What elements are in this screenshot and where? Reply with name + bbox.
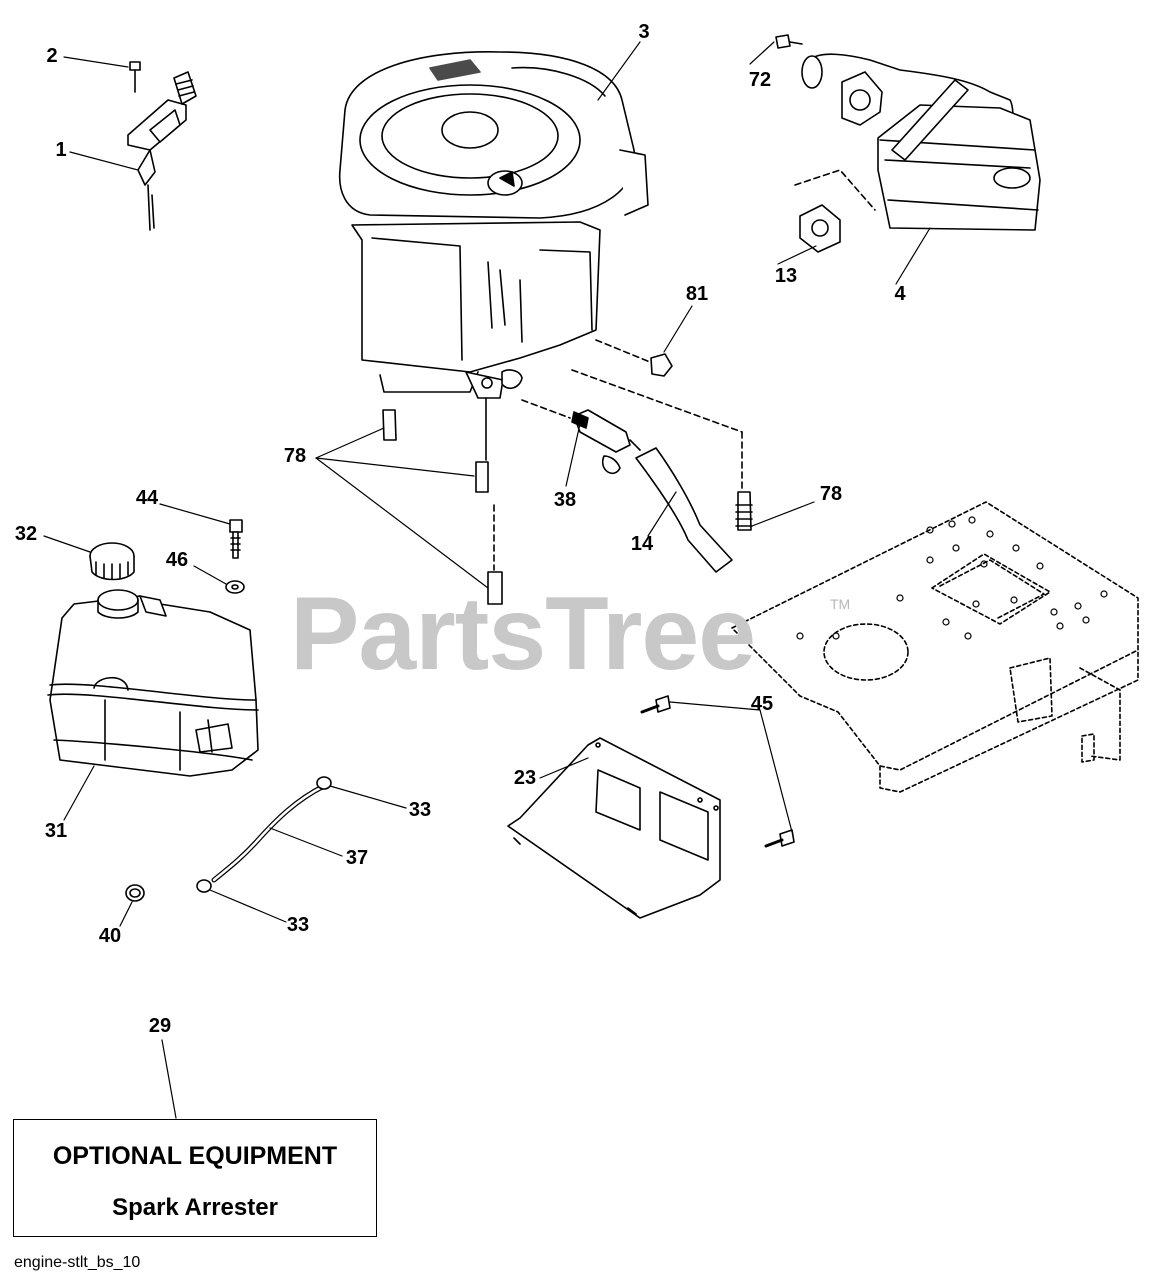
callout-29: 29 xyxy=(148,1015,172,1037)
hose-clamp-bottom xyxy=(196,879,212,893)
washer-part xyxy=(225,580,245,594)
optional-equipment-title: OPTIONAL EQUIPMENT xyxy=(52,1142,338,1170)
callout-33-bottom: 33 xyxy=(286,914,310,936)
callout-37: 37 xyxy=(345,847,369,869)
optional-equipment-box: OPTIONAL EQUIPMENT Spark Arrester xyxy=(13,1119,377,1237)
callout-45: 45 xyxy=(750,693,774,715)
callout-78-left: 78 xyxy=(283,445,307,467)
callout-23: 23 xyxy=(513,767,537,789)
heat-shield-screws xyxy=(640,695,795,848)
drain-valve-part xyxy=(571,409,641,474)
spark-arrester-label: Spark Arrester xyxy=(112,1194,278,1221)
callout-31: 31 xyxy=(44,820,68,842)
callout-4: 4 xyxy=(894,283,906,305)
chassis-holes xyxy=(796,516,1108,640)
callout-1: 1 xyxy=(55,139,67,161)
fuel-tank-screw-part xyxy=(229,519,243,559)
callout-32: 32 xyxy=(14,523,38,545)
watermark-trademark: TM xyxy=(830,596,851,612)
muffler-part xyxy=(775,34,1041,253)
engine-part xyxy=(338,51,649,461)
watermark-text: PartsTree xyxy=(290,576,756,692)
diagram-code: engine-stlt_bs_10 xyxy=(14,1254,141,1271)
chassis-frame xyxy=(731,501,1139,793)
callout-81: 81 xyxy=(685,283,709,305)
callout-14: 14 xyxy=(630,533,654,555)
callout-78-right: 78 xyxy=(819,483,843,505)
fuel-cap-part xyxy=(89,542,135,581)
grommet-part xyxy=(125,884,145,902)
callout-2: 2 xyxy=(46,45,58,67)
heat-shield-part xyxy=(507,737,721,919)
callout-3: 3 xyxy=(638,21,650,43)
fuel-line-part xyxy=(211,783,327,883)
engine-mount-hardware xyxy=(382,339,753,605)
hose-clamp-top xyxy=(316,776,332,790)
drain-hose-part xyxy=(635,447,733,573)
fuel-tank-part xyxy=(47,589,259,777)
callout-38: 38 xyxy=(553,489,577,511)
leader-lines xyxy=(43,41,931,1119)
throttle-control-part xyxy=(127,61,197,231)
callout-46: 46 xyxy=(165,549,189,571)
callout-44: 44 xyxy=(135,487,159,509)
callout-40: 40 xyxy=(98,925,122,947)
callout-13: 13 xyxy=(774,265,798,287)
callout-33-top: 33 xyxy=(408,799,432,821)
callout-72: 72 xyxy=(748,69,772,91)
